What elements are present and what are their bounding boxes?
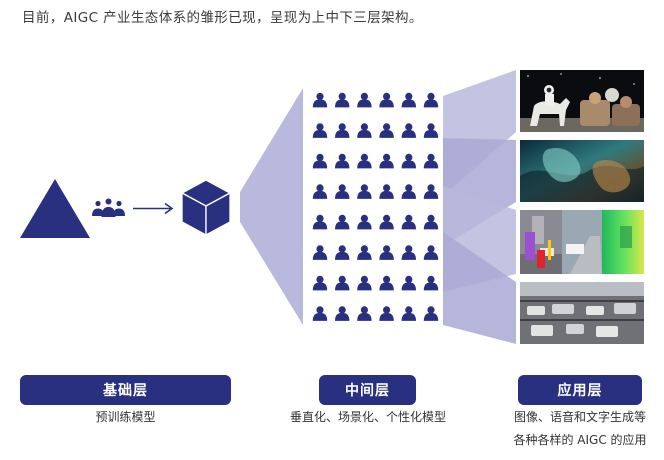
street-segmentation-image [520, 210, 644, 274]
triangle-icon [20, 179, 90, 238]
layer-desc-application: 图像、语音和文字生成等 各种各样的 AIGC 的应用 [500, 406, 660, 452]
crowd-panel [303, 85, 443, 325]
left-funnel [240, 88, 303, 325]
layer-desc-application-line-2: 各种各样的 AIGC 的应用 [513, 433, 647, 447]
layer-desc-base-line-1: 预训练模型 [95, 410, 156, 424]
arrow-right-icon [133, 202, 174, 215]
layer-desc-application-line-1: 图像、语音和文字生成等 [513, 410, 646, 424]
driving-scene-image [520, 282, 644, 344]
layer-pill-base: 基础层 [20, 375, 231, 405]
people-group-icon [92, 198, 125, 217]
abstract-art-image [520, 140, 644, 202]
astronaut-horse-image [520, 70, 644, 132]
layer-desc-middle: 垂直化、场景化、个性化模型 [268, 406, 468, 429]
cube-icon [181, 179, 231, 236]
layer-desc-base: 预训练模型 [20, 406, 231, 429]
layer-pill-application: 应用层 [518, 375, 642, 405]
headline: 目前，AIGC 产业生态体系的雏形已现，呈现为上中下三层架构。 [22, 10, 423, 26]
right-funnels [443, 70, 516, 344]
layer-pill-middle: 中间层 [319, 375, 416, 405]
layer-desc-middle-line-1: 垂直化、场景化、个性化模型 [289, 410, 446, 424]
